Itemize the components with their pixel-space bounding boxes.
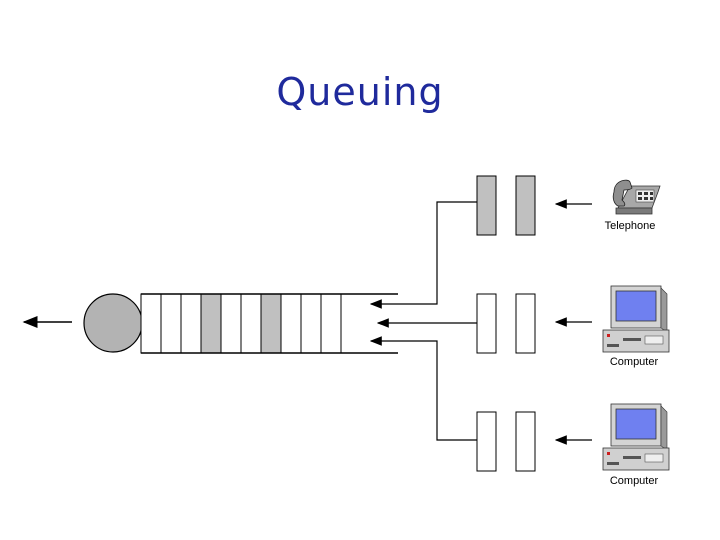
source-label-3: Computer [610, 475, 659, 487]
queue-slot [320, 293, 342, 354]
queue-buffer [140, 293, 398, 354]
source-buffers [476, 175, 536, 472]
source-buffer-cell [476, 411, 497, 472]
queue-slot [260, 293, 282, 354]
source-buffer-cell [515, 175, 536, 236]
queue-slot [300, 293, 322, 354]
queue-slot [160, 293, 182, 354]
slide-title: Queuing [276, 70, 444, 114]
queue-slot [140, 293, 162, 354]
source-buffer-cell [476, 175, 497, 236]
source-label-2: Computer [610, 356, 659, 368]
queue-slot [240, 293, 262, 354]
computer-icon [602, 403, 670, 471]
server-circle [83, 293, 143, 353]
feed-line-top [369, 201, 477, 309]
queue-slot [180, 293, 202, 354]
source-buffer-cell [515, 293, 536, 354]
telephone-icon [612, 179, 661, 215]
source-buffer-cell [515, 411, 536, 472]
source-label-1: Telephone [605, 220, 656, 232]
feed-line-bottom [369, 336, 477, 441]
queue-slot [220, 293, 242, 354]
source-buffer-cell [476, 293, 497, 354]
queue-slot [280, 293, 302, 354]
computer-icon [602, 285, 670, 353]
queue-slot [200, 293, 222, 354]
